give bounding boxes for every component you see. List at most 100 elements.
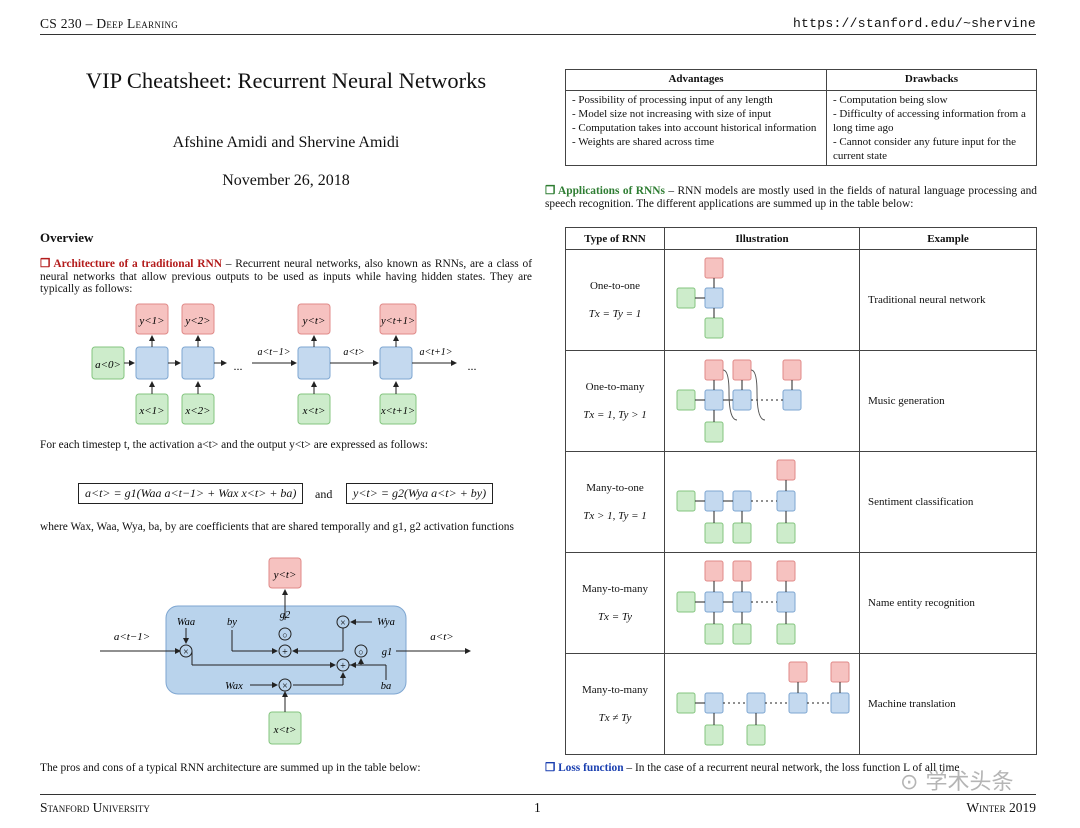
applications-paragraph: ❒ Applications of RNNs – RNN models are … [545,185,1037,210]
example-cell: Traditional neural network [859,249,1037,351]
arrow-label-1: a<t−1> [257,347,290,358]
illustration-cell [664,249,860,351]
blue-square-icon: ❒ [545,762,559,774]
applications-heading: Applications of RNNs [558,185,665,197]
illustration-cell [664,350,860,452]
advantage-item: - Possibility of processing input of any… [572,94,773,106]
hidden-box-3 [297,346,331,380]
authors: Afshine Amidi and Shervine Amidi [172,134,400,151]
svg-text:×: × [282,681,288,692]
drawback-item: - Cannot consider any future input for t… [833,136,1016,162]
wax-label: Wax [225,681,243,692]
advantages-header: Advantages [565,69,827,91]
output-box-1 [135,303,169,335]
many-to-many-equal-illustration [676,560,796,644]
many-to-one-illustration [676,459,796,543]
table-row: Many-to-many Tx = Ty [565,552,1037,654]
watermark-logo-icon: ⊙ [900,770,919,795]
applications-text: – RNN models are mostly used in the fiel… [545,185,1037,210]
arrow-label-3: a<t+1> [419,347,452,358]
waa-label: Waa [177,617,195,628]
type-name: Many-to-many [582,684,648,696]
example-cell: Name entity recognition [859,552,1037,654]
type-cell: Many-to-one Tx > 1, Ty = 1 [565,451,665,553]
hidden-box-1 [135,346,169,380]
input-box-4 [379,393,417,425]
advantages-cell: - Possibility of processing input of any… [565,90,827,166]
drawback-item: - Difficulty of accessing information fr… [833,108,1026,134]
example-cell: Sentiment classification [859,451,1037,553]
output-label-2: y<2> [184,315,210,327]
example-cell: Music generation [859,350,1037,452]
architecture-heading: Architecture of a traditional RNN [53,258,222,270]
cell-a-in-label: a<t−1> [114,631,150,643]
overview-heading: Overview [40,230,94,245]
g1-label: g1 [382,647,393,658]
output-label-4: y<t+1> [380,316,415,327]
loss-heading: Loss function [558,762,624,774]
type-cell: Many-to-many Tx = Ty [565,552,665,654]
green-square-icon: ❒ [545,185,559,197]
many-to-many-unequal-illustration [676,661,850,745]
g2-label: g2 [280,610,291,621]
type-condition: Tx > 1, Ty = 1 [583,510,647,522]
a0-label: a<0> [95,359,121,371]
cell-output-label: y<t> [273,569,297,581]
architecture-text: – Recurrent neural networks, also known … [40,258,533,296]
author-url[interactable]: https://stanford.edu/~shervine [792,16,1036,31]
page-title: VIP Cheatsheet: Recurrent Neural Network… [85,68,487,93]
svg-text:+: + [282,647,288,658]
wya-label: Wya [377,617,395,628]
type-name: One-to-many [585,381,645,393]
footer-left: Stanford University [40,800,150,815]
red-square-icon: ❒ [40,258,54,270]
output-label-1: y<1> [138,315,164,327]
coefficients-text: where Wax, Waa, Wya, ba, by are coeffici… [40,521,514,533]
one-to-many-illustration [676,359,802,442]
svg-text:+: + [340,661,346,672]
illustration-header: Illustration [664,227,860,250]
svg-text:○: ○ [282,630,287,640]
loss-paragraph: ❒ Loss function – In the case of a recur… [545,762,1037,775]
unrolled-rnn-diagram: a<0> ... a<t−1> a<t> a<t+1> ... y<1> y<2… [91,303,477,425]
type-cell: Many-to-many Tx ≠ Ty [565,653,665,755]
example-header: Example [859,227,1037,250]
architecture-paragraph: ❒ Architecture of a traditional RNN – Re… [40,258,532,296]
table-row: One-to-one Tx = Ty = 1 Traditional neura… [565,249,1037,351]
ba-label: ba [381,681,392,692]
output-box-3 [297,303,331,335]
type-name: Many-to-one [586,482,644,494]
type-cell: One-to-many Tx = 1, Ty > 1 [565,350,665,452]
watermark: ⊙ 学术头条 [900,764,1050,798]
page-number: 1 [534,800,541,815]
illustration-cell [664,451,860,553]
svg-text:×: × [183,647,189,658]
drawbacks-header: Drawbacks [826,69,1037,91]
advantage-item: - Weights are shared across time [572,136,715,148]
activation-op-g1 [354,644,368,658]
input-label-3: x<t> [302,405,326,417]
type-condition: Tx = Ty = 1 [588,308,642,320]
course-header: CS 230 – Deep Learning [40,16,179,31]
advantage-item: - Computation takes into account histori… [572,122,817,134]
drawbacks-cell: - Computation being slow - Difficulty of… [826,90,1037,166]
hidden-box-2 [181,346,215,380]
loss-text: – In the case of a recurrent neural netw… [623,762,960,774]
rnn-cell-diagram: y<t> x<t> a<t−1> a<t> × Waa + ○ g2 by × … [100,557,471,745]
activation-equation: a<t> = g1(Waa a<t−1> + Wax x<t> + ba) [78,483,304,504]
input-label-4: x<t+1> [380,406,415,417]
table-row: One-to-many Tx = 1, Ty > 1 [565,350,1037,452]
footer-rule [40,794,1036,795]
type-cell: One-to-one Tx = Ty = 1 [565,249,665,351]
by-label: by [227,617,237,628]
pros-cons-intro: The pros and cons of a typical RNN archi… [40,762,421,774]
pros-cons-table: Advantages Drawbacks - Possibility of pr… [565,69,1037,166]
ellipsis-2: ... [468,359,477,373]
add-op-output [278,644,292,658]
type-header: Type of RNN [565,227,665,250]
cell-input-label: x<t> [273,724,297,736]
table-row: Many-to-one Tx > 1, Ty = 1 [565,451,1037,553]
output-box-4 [379,303,417,335]
equation-and: and [315,487,333,501]
ellipsis-1: ... [234,359,243,373]
